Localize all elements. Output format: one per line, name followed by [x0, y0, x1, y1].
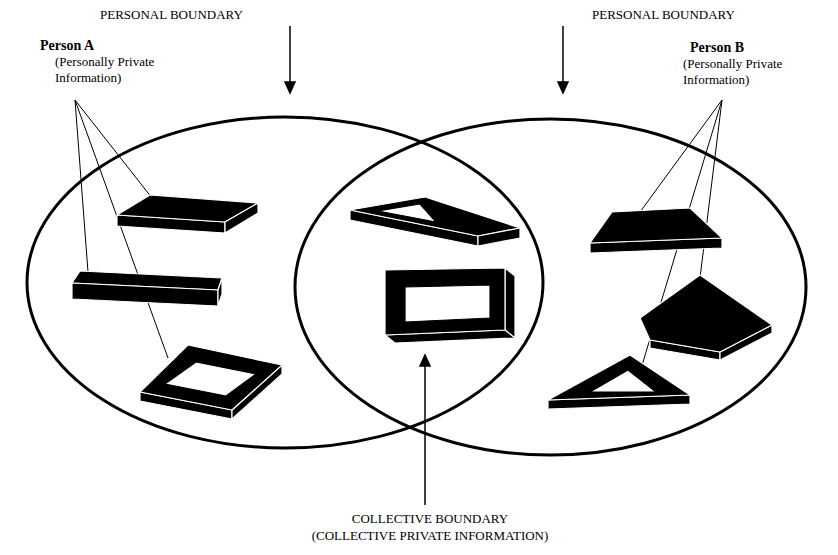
shapes [72, 195, 772, 419]
prism-shape [548, 355, 690, 409]
boundary-ellipse [27, 117, 543, 448]
pointer-arrow [289, 26, 291, 84]
boundary-outline [293, 117, 808, 457]
region-label: PERSONAL BOUNDARY [592, 6, 735, 23]
arrow-head [558, 82, 568, 93]
bar-shape [72, 271, 222, 306]
prism-shape [640, 275, 772, 360]
boundary-ellipse [295, 119, 806, 455]
heading-group: Person B(Personally Private Information) [683, 40, 784, 88]
info-caption: (Personally Private Information) [40, 54, 156, 86]
heading-group: Person A(Personally Private Information) [40, 38, 156, 86]
slab-shape [117, 195, 258, 233]
wedge-shape [350, 197, 520, 246]
person-name: Person B [683, 40, 784, 56]
boundary-circle: Person A(Personally Private Information) [25, 115, 545, 450]
boundary-outline [25, 115, 545, 450]
leader-line [700, 100, 722, 278]
arrow-head [420, 355, 430, 366]
region-label: COLLECTIVE BOUNDARY (COLLECTIVE PRIVATE … [311, 510, 549, 544]
slab-shape [590, 208, 722, 253]
frame-shape [385, 268, 515, 343]
arrow-head [285, 82, 295, 93]
pointer-arrow [562, 26, 564, 84]
boundary-circle: Person B(Personally Private Information) [293, 117, 808, 457]
info-caption: (Personally Private Information) [683, 56, 784, 88]
leader-line [75, 100, 152, 198]
person-name: Person A [40, 38, 156, 54]
frame-shape [140, 345, 282, 419]
leader-lines [75, 100, 722, 372]
region-label: PERSONAL BOUNDARY [100, 6, 243, 23]
